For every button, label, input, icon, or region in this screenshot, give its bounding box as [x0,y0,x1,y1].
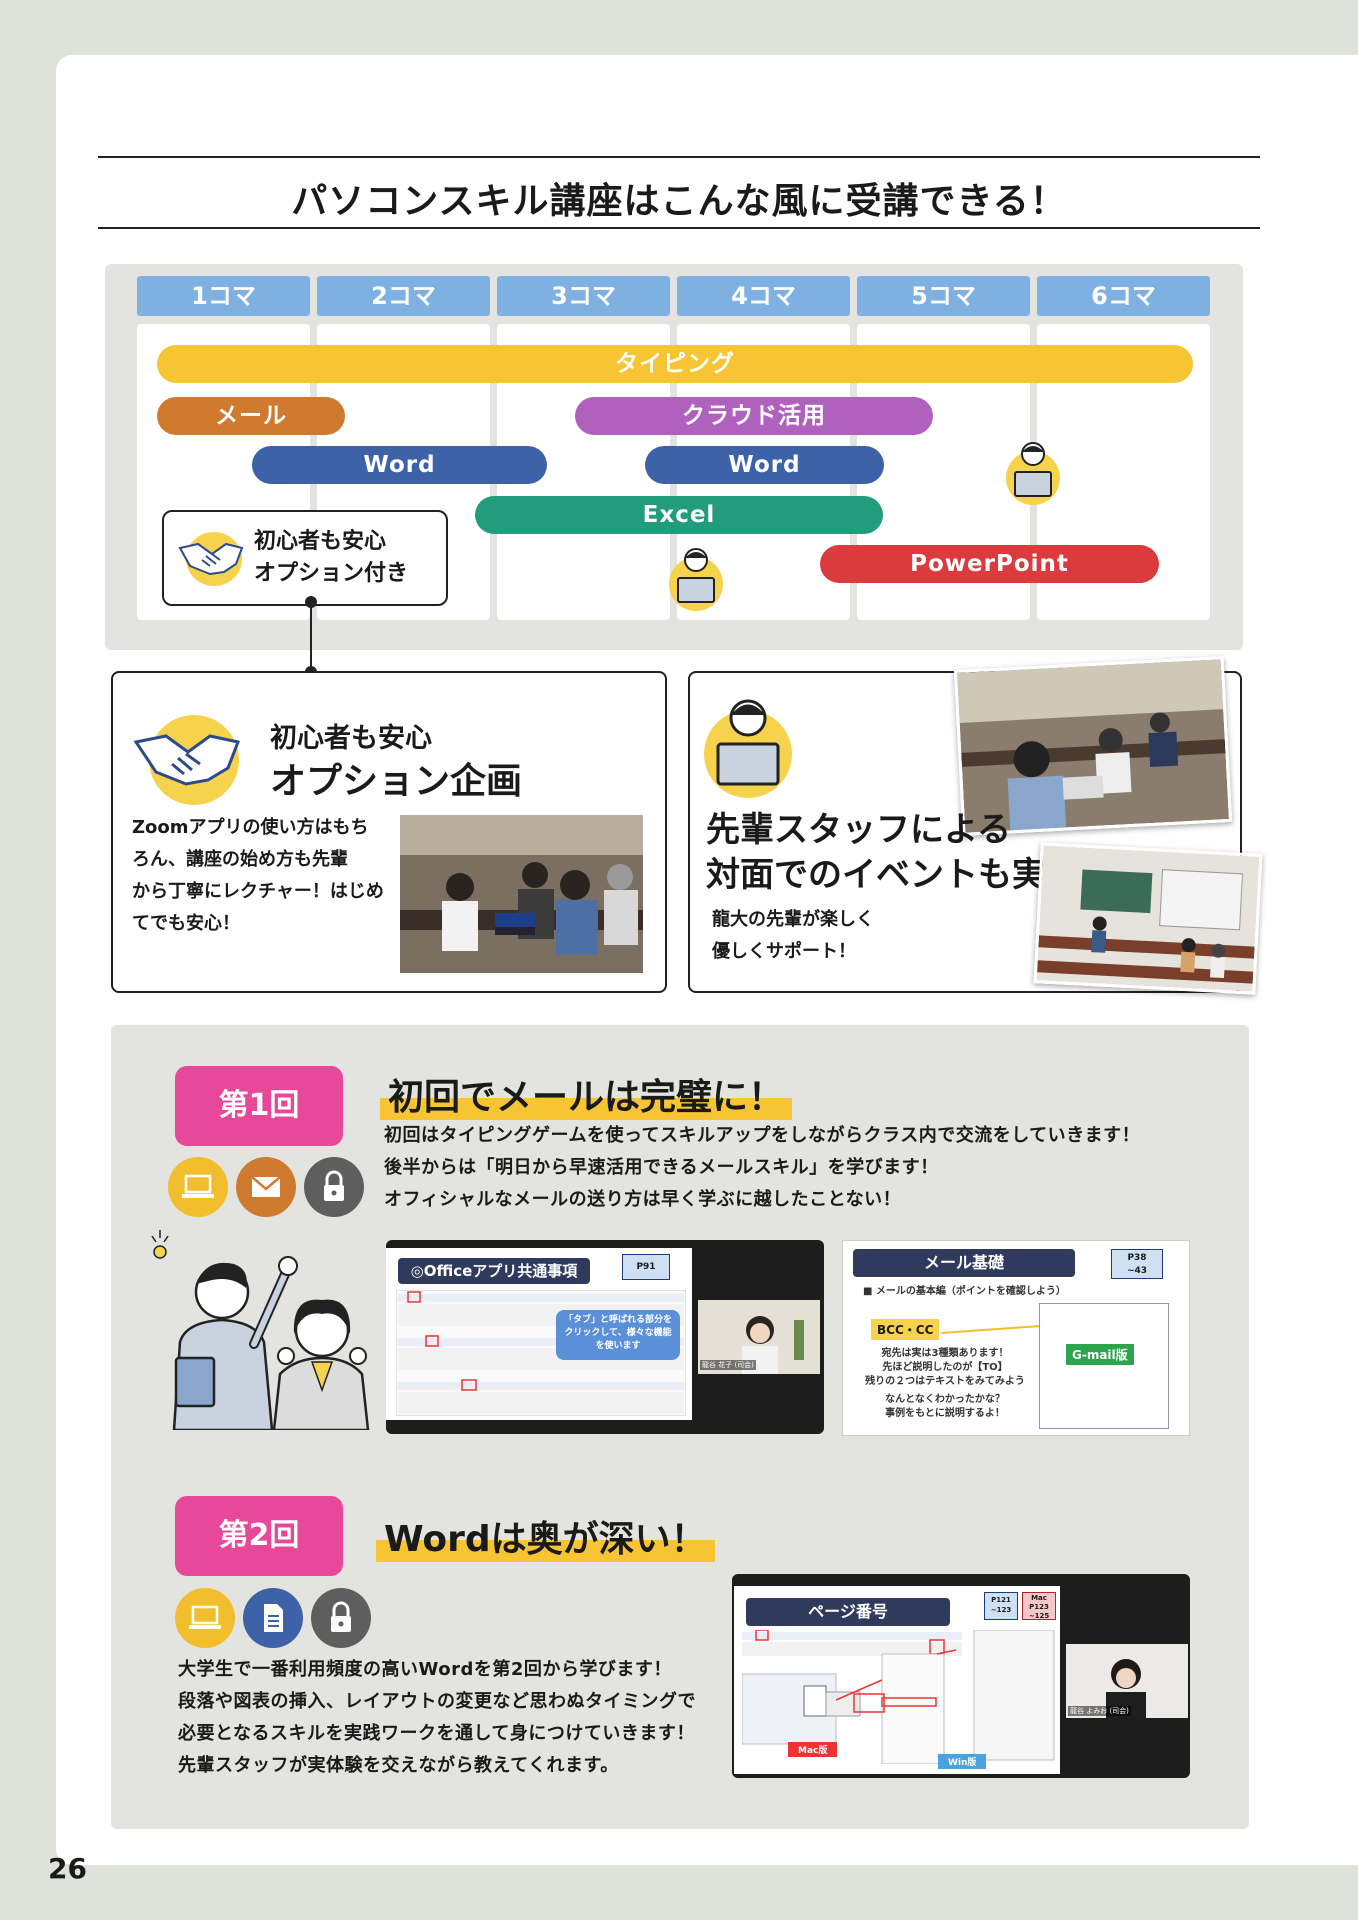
session-2-title: Wordは奥が深い！ [376,1510,715,1562]
mail-slide-subtitle: ■ メールの基本編（ポイントを確認しよう） [863,1286,1066,1297]
gmail-label: G-mail版 [1066,1344,1134,1365]
event-photo-2 [1033,842,1263,995]
event-photo-1 [953,656,1233,836]
beginner-option-box: 初心者も安心 オプション付き [162,510,448,606]
presenter-caption: 龍谷 花子 (司会) [700,1360,756,1370]
bar-cloud: クラウド活用 [575,397,933,435]
document-icon [243,1588,303,1648]
mac-label: Mac版 [788,1742,838,1757]
staff-avatar-icon [704,699,792,798]
column-header-2: 2コマ [317,276,490,316]
session-1-title: 初回でメールは完璧に！ [380,1068,793,1120]
option-card-body-line: ろん、講座の始め方も先輩 [132,849,348,870]
bar-typing: タイピング [157,345,1193,383]
mail-slide-title: メール基礎 [853,1249,1075,1277]
option-card-heading-large: オプション企画 [270,761,523,802]
session-2-body: 大学生で一番利用頻度の高いWordを第2回から学びます！ 段落や図表の挿入、レイ… [178,1654,696,1782]
bar-word-1: Word [252,446,547,484]
mail-note: 宛先は実は3種類あります！ 先ほど説明したのが【TO】 残りの２つはテキストをみ… [857,1347,1033,1389]
option-card-body-line: てでも安心！ [132,913,240,934]
office-slide-title: ◎Officeアプリ共通事項 [398,1258,590,1284]
tab-hint-bubble: 「タブ」と呼ばれる部分をクリックして、様々な機能を使います [556,1310,680,1360]
column-header-6: 6コマ [1037,276,1210,316]
presenter-video: 龍谷 花子 (司会) [698,1300,820,1374]
session-2-badge: 第2回 [175,1496,343,1576]
presenter-video: 龍谷 よみお (司会) [1066,1644,1188,1718]
title-rule-bottom [98,227,1260,229]
page-title: パソコンスキル講座はこんな風に受講できる！ [291,181,1067,222]
zoom-screen-2: ページ番号 P121 ~123 Mac P123 ~125 Mac版 Win版 … [732,1574,1190,1778]
title-rule-top [98,156,1260,158]
session-2-body-line: 必要となるスキルを実践ワークを通して身につけていきます！ [178,1723,695,1744]
mail-note-line: 残りの２つはテキストをみてみよう [865,1376,1025,1387]
option-card-heading-small: 初心者も安心 [270,723,432,754]
page-ref: P91 [622,1254,670,1280]
session-1-body-line: 後半からは「明日から早速活用できるメールスキル」を学びます！ [384,1157,939,1178]
session-1-body: 初回はタイピングゲームを使ってスキルアップをしながらクラス内で交流をしていきます… [384,1120,1140,1216]
laptop-icon [175,1588,235,1648]
connector-line [310,602,312,672]
option-label: 初心者も安心 オプション付き [254,526,408,590]
lock-icon [311,1588,371,1648]
session-2-body-line: 大学生で一番利用頻度の高いWordを第2回から学びます！ [178,1659,672,1680]
mail-note-line: 事例をもとに説明するよ！ [885,1408,1005,1419]
mail-icon [236,1157,296,1217]
page-ref: P38 ~43 [1111,1249,1163,1279]
handshake-icon [133,715,241,805]
session-2-body-line: 段落や図表の挿入、レイアウトの変更など思わぬタイミングで [178,1691,696,1712]
mail-note-line: 宛先は実は3種類あります！ [881,1348,1009,1359]
win-label: Win版 [938,1754,987,1769]
staff-illustration [151,1230,370,1430]
office-slide: ◎Officeアプリ共通事項 P91 「タブ」と呼ばれる部分をクリックして、様々… [386,1248,692,1420]
bar-mail: メール [157,397,345,435]
bcc-label: BCC・CC [871,1319,940,1340]
classroom-photo [400,815,643,973]
page-number: 26 [48,1852,87,1885]
mail-basics-slide: メール基礎 P38 ~43 ■ メールの基本編（ポイントを確認しよう） BCC・… [842,1240,1190,1436]
session-1-badge: 第1回 [175,1066,343,1146]
page-number-slide: ページ番号 P121 ~123 Mac P123 ~125 Mac版 Win版 [734,1586,1060,1774]
event-card-body: 龍大の先輩が楽しく 優しくサポート！ [712,904,874,968]
mail-note-2: なんとなくわかったかな？ 事例をもとに説明するよ！ [857,1393,1033,1421]
column-header-5: 5コマ [857,276,1030,316]
option-card-body-line: から丁寧にレクチャー！はじめ [132,881,384,902]
option-card-body: Zoomアプリの使い方はもち ろん、講座の始め方も先輩 から丁寧にレクチャー！は… [132,812,384,940]
bar-excel: Excel [475,496,883,534]
option-label-line-1: 初心者も安心 [254,529,387,554]
session-2-body-line: 先輩スタッフが実体験を交えながら教えてくれます。 [178,1755,619,1776]
column-header-1: 1コマ [137,276,310,316]
session-1-body-line: オフィシャルなメールの送り方は早く学ぶに越したことない！ [384,1189,902,1210]
staff-avatar-icon [669,548,723,611]
mail-note-line: なんとなくわかったかな？ [885,1394,1005,1405]
page-number-slide-title: ページ番号 [746,1598,950,1626]
page-ref-win: P121 ~123 [984,1592,1018,1620]
event-body-line: 優しくサポート！ [712,941,856,962]
bar-powerpoint: PowerPoint [820,545,1159,583]
event-body-line: 龍大の先輩が楽しく [712,909,874,930]
column-header-4: 4コマ [677,276,850,316]
laptop-icon [168,1157,228,1217]
presenter-caption: 龍谷 よみお (司会) [1068,1706,1131,1716]
page-ref-mac: Mac P123 ~125 [1022,1592,1056,1620]
zoom-screen-1: ◎Officeアプリ共通事項 P91 「タブ」と呼ばれる部分をクリックして、様々… [386,1240,824,1434]
lock-icon [304,1157,364,1217]
bar-word-2: Word [645,446,884,484]
session-1-body-line: 初回はタイピングゲームを使ってスキルアップをしながらクラス内で交流をしていきます… [384,1125,1141,1146]
option-card-body-line: Zoomアプリの使い方はもち [132,817,369,838]
option-label-line-2: オプション付き [254,561,409,586]
event-heading-line: 先輩スタッフによる [706,810,1011,850]
column-header-3: 3コマ [497,276,670,316]
staff-avatar-icon [1006,442,1060,505]
handshake-icon [178,532,244,586]
mail-note-line: 先ほど説明したのが【TO】 [882,1362,1008,1373]
gmail-screenshot: G-mail版 [1039,1303,1169,1429]
